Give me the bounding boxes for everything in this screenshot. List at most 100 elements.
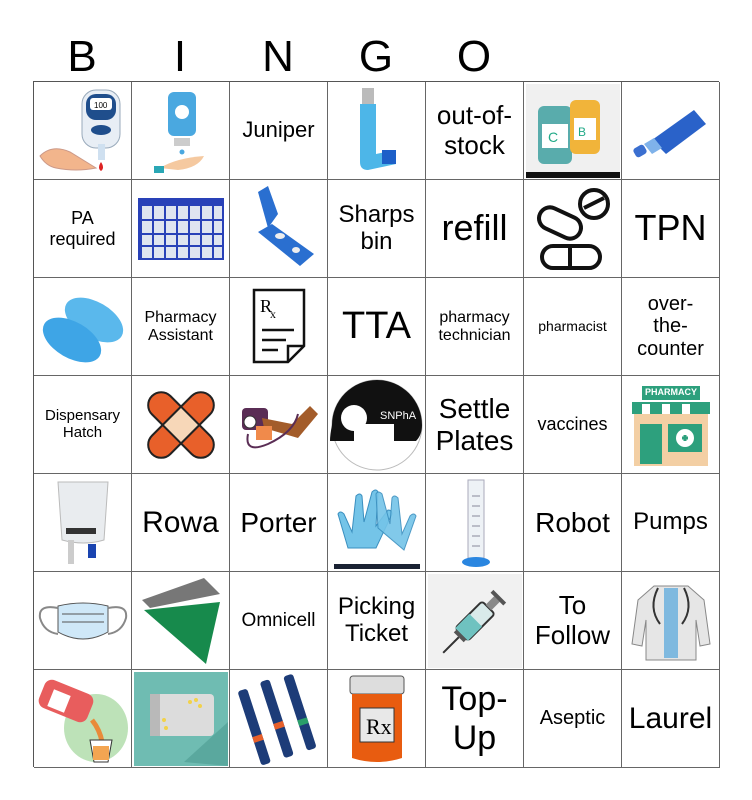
pills-icon: [536, 187, 610, 270]
bingo-cell[interactable]: Omnicell: [230, 572, 328, 670]
bingo-cell[interactable]: [34, 474, 132, 572]
pharmacy-store-icon: [631, 385, 710, 466]
bingo-cell[interactable]: [132, 180, 230, 278]
bingo-cell[interactable]: [34, 278, 132, 376]
header-letter-b: B: [67, 32, 97, 81]
cell-text: Picking Ticket: [337, 592, 416, 647]
cell-text: vaccines: [537, 414, 608, 435]
bingo-cell[interactable]: RxRx: [328, 670, 426, 768]
bingo-cell[interactable]: [622, 572, 720, 670]
bingo-cell[interactable]: Top- Up: [426, 670, 524, 768]
bingo-cell[interactable]: Pumps: [622, 474, 720, 572]
bingo-cell[interactable]: [328, 474, 426, 572]
gloves-icon: [333, 489, 420, 569]
bingo-cell[interactable]: [132, 572, 230, 670]
cell-text: Laurel: [628, 701, 713, 735]
cell-text: Top- Up: [441, 680, 508, 757]
bingo-cell[interactable]: [622, 82, 720, 180]
bingo-cell[interactable]: 100: [34, 82, 132, 180]
pill-dispenser-icon: [133, 671, 228, 766]
pill-organizer-icon: [137, 197, 224, 260]
header-letter-n: N: [262, 32, 294, 81]
bingo-cell[interactable]: [132, 670, 230, 768]
bingo-cell[interactable]: Robot: [524, 474, 622, 572]
bingo-cell[interactable]: [426, 572, 524, 670]
bingo-cell[interactable]: over- the- counter: [622, 278, 720, 376]
counting-tray-icon: [141, 577, 220, 664]
svg-text:Rx: Rx: [366, 714, 392, 739]
liquid-medicine-icon: [38, 679, 128, 762]
bingo-cell[interactable]: [328, 82, 426, 180]
cell-text: refill: [441, 207, 508, 249]
cell-text: pharmacist: [538, 317, 607, 334]
bingo-cell[interactable]: To Follow: [524, 572, 622, 670]
cell-text: Rowa: [142, 505, 219, 539]
bingo-cell[interactable]: [132, 376, 230, 474]
cell-text: Robot: [535, 506, 610, 538]
bingo-cell[interactable]: vaccines: [524, 376, 622, 474]
header-letter-i: I: [173, 32, 187, 81]
bingo-cell[interactable]: Picking Ticket: [328, 572, 426, 670]
hand-sanitizer-icon: [153, 91, 204, 173]
bingo-cell[interactable]: [230, 376, 328, 474]
lab-coat-icon: [630, 585, 711, 660]
cell-text: TTA: [342, 305, 411, 348]
bingo-cell[interactable]: TPN: [622, 180, 720, 278]
cell-text: Porter: [240, 506, 317, 538]
bingo-cell[interactable]: [132, 82, 230, 180]
image-badge-text: PHARMACY: [645, 387, 698, 397]
bingo-cell[interactable]: Settle Plates: [426, 376, 524, 474]
bingo-cell[interactable]: TTA: [328, 278, 426, 376]
bingo-cell[interactable]: Juniper: [230, 82, 328, 180]
bingo-cell[interactable]: Pharmacy Assistant: [132, 278, 230, 376]
svg-text:C: C: [548, 129, 558, 145]
bingo-cell[interactable]: [230, 180, 328, 278]
cell-text: Omnicell: [241, 609, 316, 631]
insulin-pens-icon: [237, 673, 316, 765]
image-badge-text: SNPhA: [380, 410, 417, 422]
bingo-cell[interactable]: [34, 670, 132, 768]
bingo-cell[interactable]: Porter: [230, 474, 328, 572]
cell-text: Pharmacy Assistant: [144, 308, 217, 344]
bingo-header: B I N G O: [33, 34, 523, 80]
iv-bag-icon: [56, 481, 109, 564]
cell-text: pharmacy technician: [438, 308, 511, 344]
bingo-cell[interactable]: SNPhA: [328, 376, 426, 474]
cell-text: over- the- counter: [637, 292, 704, 360]
header-letter-g: G: [358, 32, 394, 81]
bandage-icon: [146, 390, 215, 459]
bingo-cell[interactable]: PA required: [34, 180, 132, 278]
blood-pressure-icon: [241, 405, 318, 448]
svg-text:R: R: [260, 296, 272, 316]
bingo-cell[interactable]: Laurel: [622, 670, 720, 768]
inhaler-icon: [359, 87, 396, 170]
bingo-cell[interactable]: [230, 670, 328, 768]
bingo-cell[interactable]: [524, 180, 622, 278]
bingo-cell[interactable]: out-of- stock: [426, 82, 524, 180]
svg-text:100: 100: [94, 101, 108, 110]
bingo-cell[interactable]: [34, 572, 132, 670]
glucose-meter-icon: 100: [38, 89, 120, 171]
pill-cutter-icon: [257, 185, 314, 266]
bingo-cell[interactable]: Sharps bin: [328, 180, 426, 278]
bingo-cell[interactable]: [426, 474, 524, 572]
svg-text:x: x: [270, 307, 276, 321]
cell-text: Sharps bin: [338, 200, 415, 255]
cell-text: To Follow: [534, 590, 611, 650]
shoe-covers-icon: [42, 297, 123, 362]
cell-text: Aseptic: [539, 707, 606, 730]
snpha-logo-icon: [329, 379, 422, 470]
bingo-cell[interactable]: pharmacist: [524, 278, 622, 376]
face-mask-icon: [38, 602, 127, 639]
bingo-cell[interactable]: Aseptic: [524, 670, 622, 768]
bingo-cell[interactable]: PHARMACY: [622, 376, 720, 474]
bingo-cell[interactable]: Dispensary Hatch: [34, 376, 132, 474]
cell-text: out-of- stock: [436, 100, 513, 160]
bingo-cell[interactable]: refill: [426, 180, 524, 278]
header-letter-o: O: [456, 32, 492, 81]
cell-text: Dispensary Hatch: [44, 406, 121, 441]
bingo-cell[interactable]: Rowa: [132, 474, 230, 572]
bingo-cell[interactable]: pharmacy technician: [426, 278, 524, 376]
